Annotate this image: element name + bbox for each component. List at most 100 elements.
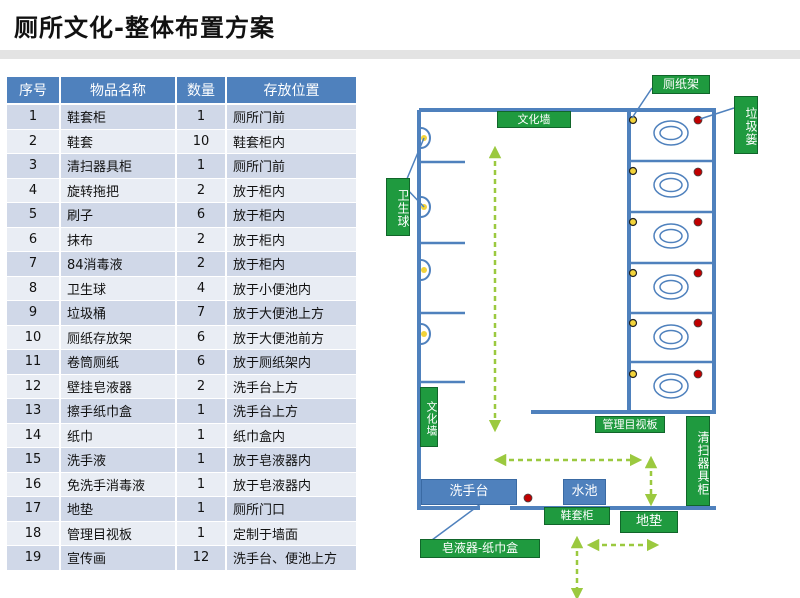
row-item-name: 洗手液 bbox=[61, 448, 177, 473]
row-location: 放于柜内 bbox=[227, 227, 356, 252]
row-location: 厕所门前 bbox=[227, 154, 356, 179]
row-index: 19 bbox=[7, 546, 61, 571]
paper-rack-label: 厕纸架 bbox=[652, 75, 710, 94]
row-index: 13 bbox=[7, 399, 61, 424]
row-item-name: 地垫 bbox=[61, 497, 177, 522]
row-index: 1 bbox=[7, 105, 61, 130]
row-quantity: 1 bbox=[177, 521, 227, 546]
row-item-name: 厕纸存放架 bbox=[61, 325, 177, 350]
row-quantity: 2 bbox=[177, 252, 227, 277]
row-item-name: 卷筒厕纸 bbox=[61, 350, 177, 375]
row-location: 放于柜内 bbox=[227, 178, 356, 203]
row-item-name: 卫生球 bbox=[61, 276, 177, 301]
row-quantity: 1 bbox=[177, 472, 227, 497]
row-item-name: 管理目视板 bbox=[61, 521, 177, 546]
paper-rack-icons bbox=[628, 115, 638, 379]
row-index: 3 bbox=[7, 154, 61, 179]
row-index: 18 bbox=[7, 521, 61, 546]
row-index: 10 bbox=[7, 325, 61, 350]
flow-arrows bbox=[488, 145, 660, 598]
row-quantity: 2 bbox=[177, 374, 227, 399]
row-index: 6 bbox=[7, 227, 61, 252]
row-location: 放于大便池前方 bbox=[227, 325, 356, 350]
row-quantity: 10 bbox=[177, 129, 227, 154]
row-index: 4 bbox=[7, 178, 61, 203]
row-index: 2 bbox=[7, 129, 61, 154]
mat-label: 地垫 bbox=[620, 511, 678, 533]
row-item-name: 旋转拖把 bbox=[61, 178, 177, 203]
row-quantity: 1 bbox=[177, 497, 227, 522]
row-quantity: 2 bbox=[177, 178, 227, 203]
row-quantity: 2 bbox=[177, 227, 227, 252]
row-item-name: 抹布 bbox=[61, 227, 177, 252]
row-item-name: 纸巾 bbox=[61, 423, 177, 448]
row-location: 放于大便池上方 bbox=[227, 301, 356, 326]
row-index: 5 bbox=[7, 203, 61, 228]
stall-partitions bbox=[419, 159, 714, 384]
dispenser-label: 皂液器-纸巾盒 bbox=[420, 539, 540, 558]
sink-label: 洗手台 bbox=[421, 479, 517, 505]
row-index: 7 bbox=[7, 252, 61, 277]
cleaning-cabinet-label: 清扫器具柜 bbox=[686, 416, 710, 506]
title-divider bbox=[0, 50, 800, 59]
row-location: 洗手台、便池上方 bbox=[227, 546, 356, 571]
row-quantity: 6 bbox=[177, 203, 227, 228]
row-quantity: 4 bbox=[177, 276, 227, 301]
row-location: 鞋套柜内 bbox=[227, 129, 356, 154]
row-quantity: 1 bbox=[177, 105, 227, 130]
row-quantity: 1 bbox=[177, 154, 227, 179]
page-title: 厕所文化-整体布置方案 bbox=[14, 14, 275, 42]
row-quantity: 7 bbox=[177, 301, 227, 326]
row-item-name: 刷子 bbox=[61, 203, 177, 228]
row-quantity: 6 bbox=[177, 350, 227, 375]
row-index: 16 bbox=[7, 472, 61, 497]
row-quantity: 1 bbox=[177, 399, 227, 424]
col-header-index: 序号 bbox=[7, 77, 61, 105]
row-location: 放于皂液器内 bbox=[227, 472, 356, 497]
shoe-cabinet-label: 鞋套柜 bbox=[544, 507, 610, 525]
row-index: 9 bbox=[7, 301, 61, 326]
row-location: 定制于墙面 bbox=[227, 521, 356, 546]
row-quantity: 12 bbox=[177, 546, 227, 571]
row-item-name: 鞋套 bbox=[61, 129, 177, 154]
row-item-name: 84消毒液 bbox=[61, 252, 177, 277]
row-location: 纸巾盒内 bbox=[227, 423, 356, 448]
row-quantity: 6 bbox=[177, 325, 227, 350]
row-quantity: 1 bbox=[177, 423, 227, 448]
row-index: 8 bbox=[7, 276, 61, 301]
row-item-name: 免洗手消毒液 bbox=[61, 472, 177, 497]
row-location: 厕所门口 bbox=[227, 497, 356, 522]
row-item-name: 清扫器具柜 bbox=[61, 154, 177, 179]
row-location: 放于小便池内 bbox=[227, 276, 356, 301]
culture-wall-top-label: 文化墙 bbox=[497, 111, 571, 128]
row-location: 洗手台上方 bbox=[227, 374, 356, 399]
row-location: 放于皂液器内 bbox=[227, 448, 356, 473]
col-header-location: 存放位置 bbox=[227, 77, 356, 105]
row-item-name: 垃圾桶 bbox=[61, 301, 177, 326]
row-index: 12 bbox=[7, 374, 61, 399]
moth-ball-label: 卫生球 bbox=[386, 178, 410, 236]
row-item-name: 擦手纸巾盒 bbox=[61, 399, 177, 424]
table-header-row: 序号 物品名称 数量 存放位置 bbox=[7, 77, 356, 105]
trash-icons bbox=[523, 115, 703, 503]
row-item-name: 宣传画 bbox=[61, 546, 177, 571]
trash-label: 垃圾篓 bbox=[734, 96, 758, 154]
